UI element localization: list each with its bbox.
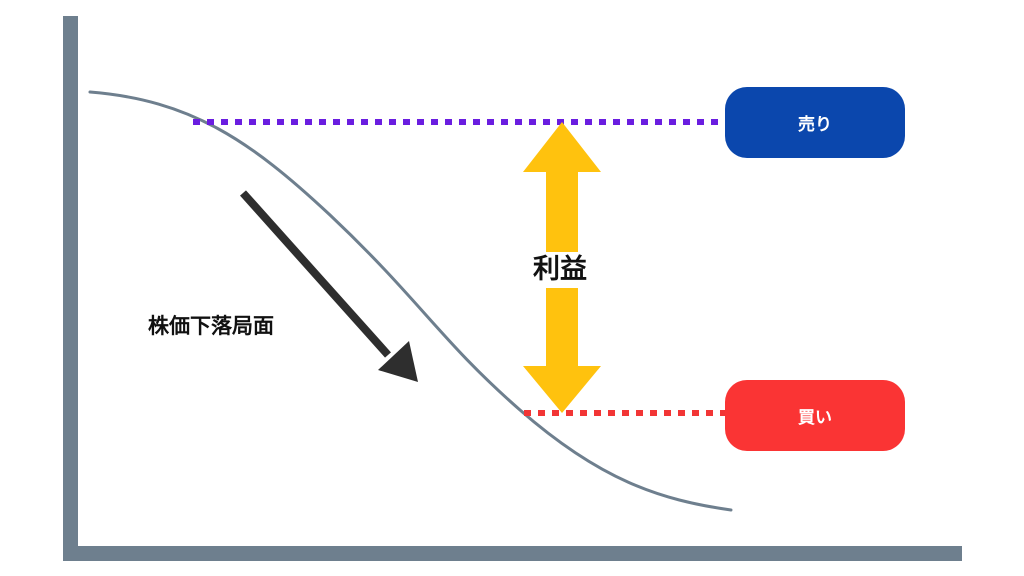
- y-axis: [63, 16, 78, 561]
- x-axis: [63, 546, 962, 561]
- buy-badge-label: 買い: [798, 408, 832, 428]
- sell-badge: 売り: [725, 87, 905, 158]
- profit-label: 利益: [530, 252, 590, 288]
- buy-badge: 買い: [725, 380, 905, 451]
- sell-badge-label: 売り: [798, 115, 832, 135]
- down-trend-arrow-icon: [240, 190, 418, 382]
- price-curve: [88, 90, 733, 512]
- stock-decline-phase-label: 株価下落局面: [148, 314, 274, 338]
